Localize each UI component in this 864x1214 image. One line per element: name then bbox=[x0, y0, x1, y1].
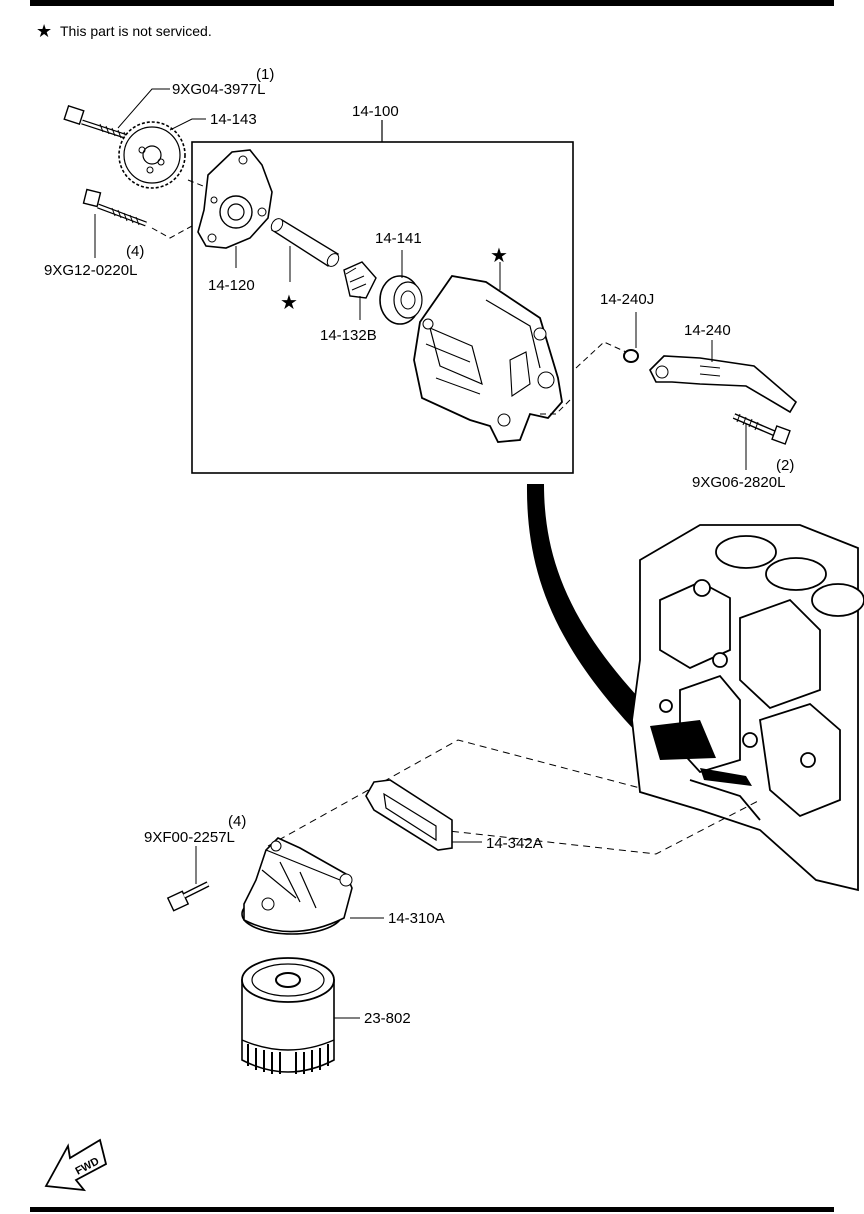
label-9XG06-2820L: 9XG06-2820L bbox=[692, 474, 785, 491]
outer-rotor bbox=[379, 275, 423, 325]
bolt-left bbox=[82, 188, 147, 227]
bottom-frame-bar bbox=[30, 1207, 834, 1212]
not-serviced-note: This part is not serviced. bbox=[60, 23, 212, 39]
label-14-141: 14-141 bbox=[375, 230, 422, 247]
pump-location-highlight bbox=[650, 720, 716, 760]
label-qty-bolt-left: (4) bbox=[126, 243, 144, 260]
bolt-jet bbox=[732, 413, 791, 445]
top-frame-bar bbox=[30, 0, 834, 6]
label-9XG04-3977L: 9XG04-3977L bbox=[172, 81, 265, 98]
label-14-310A: 14-310A bbox=[388, 910, 445, 927]
label-14-240J: 14-240J bbox=[600, 291, 654, 308]
label-9XF00-2257L: 9XF00-2257L bbox=[144, 829, 235, 846]
pump-cover bbox=[197, 149, 273, 249]
label-14-132B: 14-132B bbox=[320, 327, 377, 344]
oil-jet-clip bbox=[623, 349, 639, 363]
label-14-342A: 14-342A bbox=[486, 835, 543, 852]
fwd-arrow-icon: FWD bbox=[44, 1138, 108, 1192]
oil-jet bbox=[649, 355, 798, 414]
label-9XG12-0220L: 9XG12-0220L bbox=[44, 262, 137, 279]
label-14-240: 14-240 bbox=[684, 322, 731, 339]
star-icon-body: ★ bbox=[490, 245, 508, 267]
label-14-143: 14-143 bbox=[210, 111, 257, 128]
label-qty-bolt-jet: (2) bbox=[776, 457, 794, 474]
label-qty-bolt-filter: (4) bbox=[228, 813, 246, 830]
pump-body bbox=[413, 275, 563, 443]
star-icon: ★ bbox=[36, 21, 52, 41]
label-14-120: 14-120 bbox=[208, 277, 255, 294]
label-qty-bolt-top: (1) bbox=[256, 66, 274, 83]
inner-rotor bbox=[343, 261, 377, 299]
oil-filter-body bbox=[241, 837, 353, 935]
bolt-filter bbox=[166, 881, 210, 912]
oil-filter bbox=[241, 957, 335, 1074]
label-23-802: 23-802 bbox=[364, 1010, 411, 1027]
gasket bbox=[365, 779, 453, 851]
label-14-100: 14-100 bbox=[352, 103, 399, 120]
star-icon-shaft: ★ bbox=[280, 292, 298, 314]
sprocket bbox=[118, 121, 186, 189]
engine-block bbox=[631, 524, 864, 892]
pump-shaft bbox=[270, 218, 340, 267]
